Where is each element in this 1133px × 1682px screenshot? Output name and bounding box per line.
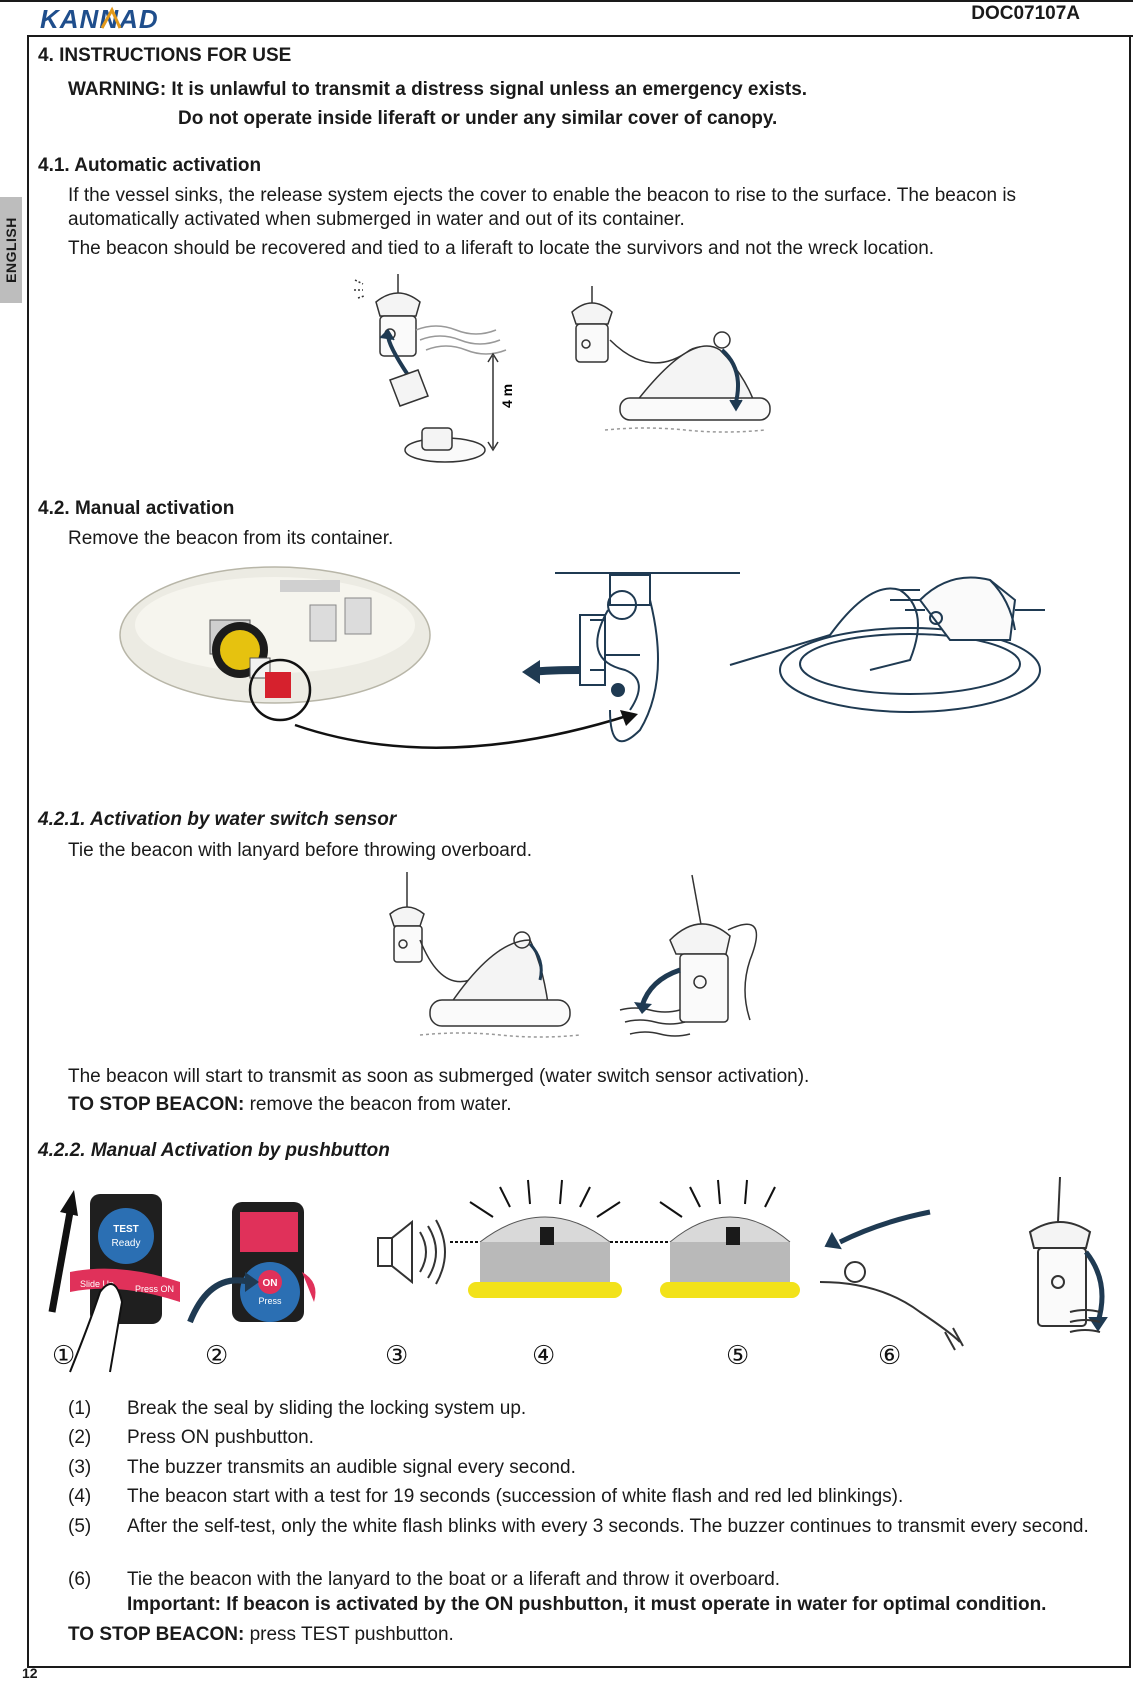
step6-throw-overboard bbox=[819, 1176, 1108, 1351]
step-number-5: ⑤ bbox=[726, 1341, 749, 1371]
step-4-number: (4) bbox=[68, 1486, 92, 1507]
step-3-number: (3) bbox=[68, 1457, 92, 1478]
language-tab-label: ENGLISH bbox=[3, 217, 19, 283]
subsection-4-1-title: 4.1. Automatic activation bbox=[38, 155, 262, 176]
header-rule bbox=[27, 35, 1133, 37]
subsection-4-2-1-title: 4.2.1. Activation by water switch sensor bbox=[38, 809, 397, 830]
stop-text-2: press TEST pushbutton. bbox=[244, 1624, 454, 1645]
auto-activation-figure: 4 m bbox=[354, 274, 771, 463]
step-1-text: Break the seal by sliding the locking sy… bbox=[127, 1398, 527, 1419]
stop-text: remove the beacon from water. bbox=[244, 1094, 512, 1115]
press-on-label: Press ON bbox=[135, 1284, 174, 1294]
step-2-text: Press ON pushbutton. bbox=[127, 1427, 314, 1448]
language-tab[interactable]: ENGLISH bbox=[0, 197, 22, 303]
subsection-4-2-2-title: 4.2.2. Manual Activation by pushbutton bbox=[38, 1140, 390, 1161]
pushbutton-steps-figure: TEST Ready Slide Up Press ON ON Press bbox=[48, 1176, 1108, 1373]
step-number-4: ④ bbox=[532, 1341, 555, 1371]
slide-up-label: Slide Up bbox=[80, 1279, 114, 1289]
step-number-2: ② bbox=[205, 1341, 228, 1371]
step-5-text: After the self-test, only the white flas… bbox=[127, 1516, 1089, 1537]
kannad-logo: KANNAD bbox=[40, 6, 159, 32]
subsection-4-2-title: 4.2. Manual activation bbox=[38, 498, 235, 519]
press-label: Press bbox=[258, 1296, 282, 1306]
step5-beacon-flash bbox=[640, 1179, 800, 1298]
step1-illustration: TEST Ready Slide Up Press ON bbox=[48, 1190, 180, 1373]
document-id: DOC07107A bbox=[971, 3, 1080, 24]
page-frame bbox=[27, 37, 1131, 1668]
water-switch-figure bbox=[389, 872, 758, 1038]
paragraph-auto-activation: If the vessel sinks, the release system … bbox=[68, 185, 1017, 230]
step-number-6: ⑥ bbox=[878, 1341, 901, 1371]
step-1-number: (1) bbox=[68, 1398, 92, 1419]
stop-instruction-pushbutton: TO STOP BEACON: press TEST pushbutton. bbox=[68, 1623, 454, 1647]
depth-label: 4 m bbox=[499, 384, 515, 408]
warning-line-2: Do not operate inside liferaft or under … bbox=[178, 108, 778, 129]
step-6-number: (6) bbox=[68, 1569, 92, 1590]
step2-illustration: ON Press bbox=[187, 1202, 316, 1324]
step-2-number: (2) bbox=[68, 1427, 92, 1448]
page-number: 12 bbox=[22, 1665, 38, 1681]
bracket-illustration bbox=[555, 572, 740, 743]
logo-text: KANNAD bbox=[40, 6, 159, 32]
container-photo bbox=[119, 566, 431, 722]
section-title: 4. INSTRUCTIONS FOR USE bbox=[38, 45, 292, 66]
stop-instruction-water: TO STOP BEACON: remove the beacon from w… bbox=[68, 1093, 512, 1117]
stop-label: TO STOP BEACON: bbox=[68, 1094, 245, 1115]
paragraph-recover-beacon: The beacon should be recovered and tied … bbox=[68, 238, 935, 259]
top-rule bbox=[0, 0, 1133, 2]
paragraph-remove-beacon: Remove the beacon from its container. bbox=[68, 528, 394, 549]
test-label: TEST bbox=[113, 1224, 139, 1235]
speaker-icon bbox=[377, 1219, 446, 1285]
warning-line-1: WARNING: It is unlawful to transmit a di… bbox=[68, 79, 808, 100]
step-number-1: ① bbox=[52, 1341, 75, 1371]
paragraph-tie-lanyard: Tie the beacon with lanyard before throw… bbox=[68, 840, 533, 861]
step-4-text: The beacon start with a test for 19 seco… bbox=[127, 1486, 904, 1507]
manual-activation-figure bbox=[119, 566, 1045, 749]
step-5-number: (5) bbox=[68, 1516, 92, 1537]
step-number-3: ③ bbox=[385, 1341, 408, 1371]
ready-label: Ready bbox=[112, 1238, 141, 1249]
important-note: Important: If beacon is activated by the… bbox=[127, 1594, 1047, 1615]
step-6-text: Tie the beacon with the lanyard to the b… bbox=[127, 1569, 781, 1590]
hand-beacon-illustration bbox=[729, 576, 1045, 713]
on-label: ON bbox=[263, 1278, 278, 1289]
step4-beacon-flash bbox=[450, 1179, 640, 1298]
stop-label-2: TO STOP BEACON: bbox=[68, 1624, 245, 1645]
step-3-text: The buzzer transmits an audible signal e… bbox=[127, 1457, 576, 1478]
paragraph-water-switch: The beacon will start to transmit as soo… bbox=[68, 1066, 810, 1087]
